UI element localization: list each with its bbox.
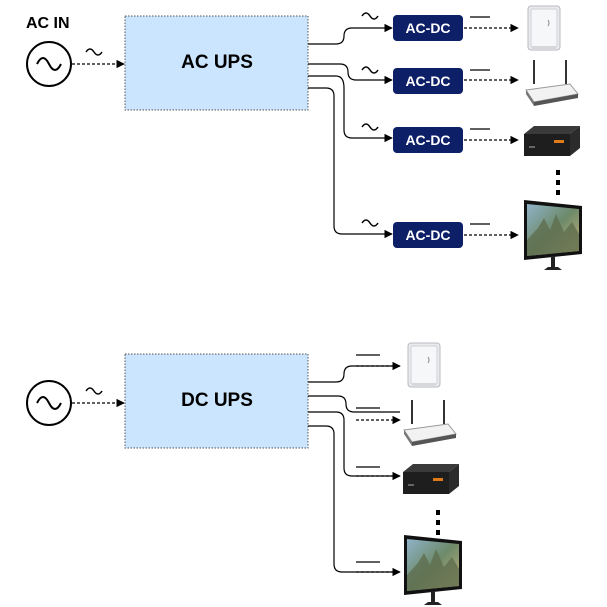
dc-ups-label: DC UPS [181,390,253,411]
converter-label: AC-DC [405,73,450,89]
nas-icon [527,5,561,52]
ellipsis-icon [556,170,560,195]
ac-dc-converter: AC-DC [393,127,463,153]
dc-output-lines [308,365,400,573]
mini-pc-icon [524,126,580,156]
ac-dc-converter: AC-DC [393,68,463,94]
ac-dc-output-lines [464,16,519,240]
ac-symbol-icon [85,387,103,395]
ac-ups-label: AC UPS [181,52,253,73]
converter-label: AC-DC [405,132,450,148]
monitor-icon [404,535,462,605]
ac-in-label: AC IN [26,15,70,32]
ac-source-icon [26,41,72,87]
router-icon [403,399,457,447]
ac-ups-box [124,15,309,111]
converter-label: AC-DC [405,20,450,36]
ac-output-lines [308,23,393,239]
dc-source-icon [26,380,72,426]
mini-pc-icon [403,464,459,494]
monitor-icon [524,200,582,270]
ac-dc-converter: AC-DC [393,15,463,41]
ac-dc-converter: AC-DC [393,222,463,248]
nas-icon [407,342,441,389]
router-icon [525,59,579,107]
ac-symbol-icons [361,12,379,227]
converter-label: AC-DC [405,227,450,243]
dc-dc-lines [356,354,401,577]
ac-symbol-icon [85,48,103,56]
dc-ups-box [124,353,309,449]
ellipsis-icon [436,510,440,535]
